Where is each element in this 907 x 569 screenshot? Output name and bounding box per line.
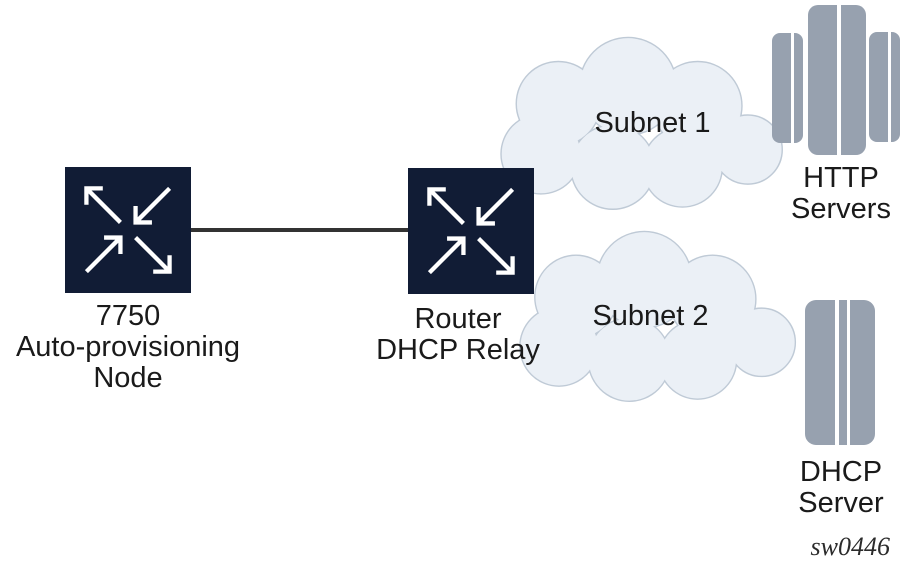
server-slab bbox=[869, 32, 900, 142]
dhcp-server-label: DHCP Server bbox=[780, 457, 902, 519]
server-slab bbox=[772, 33, 803, 143]
server-slab-divider bbox=[837, 5, 841, 155]
server-slab-divider bbox=[888, 32, 891, 142]
server-slab-divider bbox=[791, 33, 794, 143]
router-label-line: Router bbox=[414, 303, 502, 335]
node-label-line: Auto-provisioning bbox=[15, 331, 241, 363]
node-to-router-link bbox=[190, 228, 409, 232]
http-servers-label-line: Servers bbox=[791, 193, 891, 225]
server-slab bbox=[808, 5, 866, 155]
http-servers-icon bbox=[772, 5, 902, 155]
auto-provisioning-node-label: 7750 Auto-provisioning Node bbox=[3, 301, 253, 394]
router-dhcp-relay-icon bbox=[408, 168, 534, 294]
dhcp-server-label-line: DHCP bbox=[799, 456, 883, 488]
server-slab-divider bbox=[835, 300, 839, 445]
dhcp-server-icon bbox=[805, 300, 875, 445]
server-slab-divider bbox=[847, 300, 850, 445]
subnet2-label: Subnet 2 bbox=[592, 300, 709, 332]
http-servers-label-line: HTTP bbox=[803, 162, 879, 194]
auto-provisioning-node-icon bbox=[65, 167, 191, 293]
dhcp-server-label-line: Server bbox=[798, 487, 884, 519]
http-servers-label: HTTP Servers bbox=[780, 163, 902, 225]
subnet1-label: Subnet 1 bbox=[594, 107, 711, 139]
node-label-line: 7750 bbox=[95, 300, 161, 332]
node-label-line: Node bbox=[93, 362, 163, 394]
figure-caption: sw0446 bbox=[810, 532, 890, 561]
router-dhcp-relay-label: Router DHCP Relay bbox=[348, 304, 568, 366]
router-label-line: DHCP Relay bbox=[376, 334, 540, 366]
